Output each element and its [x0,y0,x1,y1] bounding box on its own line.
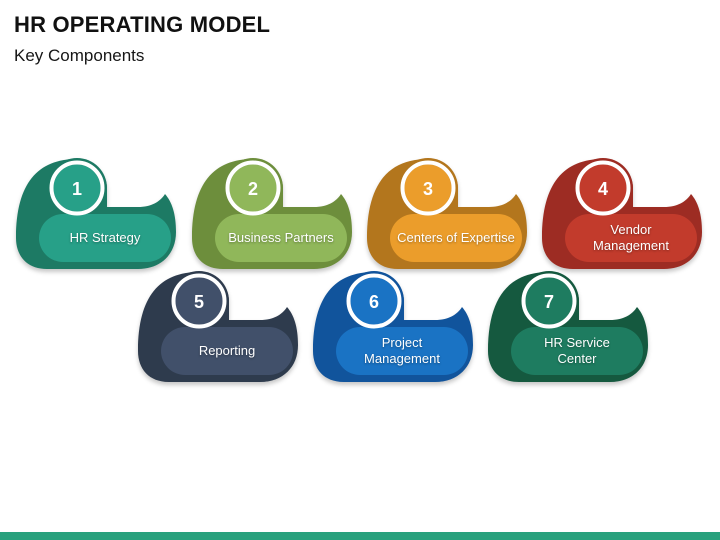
component-hr-strategy: 1 HR Strategy [14,157,178,269]
component-label: Business Partners [228,229,334,245]
component-business-partners: 2 Business Partners [190,157,354,269]
label-pill [215,214,347,262]
component-vendor-management: 4 Vendor Management [540,157,704,269]
number-ring [225,160,281,216]
swoosh-graphic: 7 [488,271,648,382]
number-ring [575,160,631,216]
label-pill [565,214,697,262]
number-ring [521,273,577,329]
label-pill [511,327,643,375]
component-number: 2 [248,179,258,199]
component-centers-of-expertise: 3 Centers of Expertise [365,157,529,269]
number-circle [53,164,101,212]
number-circle [350,277,398,325]
component-label: Vendor Management [593,221,669,253]
swoosh-graphic: 2 [192,158,352,269]
component-hr-service-center: 7 HR Service Center [486,270,650,382]
number-circle [525,277,573,325]
number-circle [229,164,277,212]
swoosh-graphic: 4 [542,158,702,269]
component-number: 7 [544,292,554,312]
component-project-management: 6 Project Management [311,270,475,382]
component-number: 5 [194,292,204,312]
label-pill [39,214,171,262]
number-circle [175,277,223,325]
label-pill [390,214,522,262]
number-circle [404,164,452,212]
component-number: 3 [423,179,433,199]
swoosh-graphic: 3 [367,158,527,269]
bottom-accent-bar [0,532,720,540]
page-subtitle: Key Components [14,46,145,65]
component-label: Project Management [364,334,440,366]
component-number: 1 [72,179,82,199]
label-pill [336,327,468,375]
page-title: HR OPERATING MODEL [14,12,271,37]
number-ring [346,273,402,329]
swoosh-graphic: 5 [138,271,298,382]
number-ring [171,273,227,329]
component-reporting: 5 Reporting [136,270,300,382]
component-number: 6 [369,292,379,312]
swoosh-graphic: 6 [313,271,473,382]
number-ring [400,160,456,216]
component-label: HR Strategy [69,229,141,245]
number-circle [579,164,627,212]
swoosh-graphic: 1 [16,158,176,269]
label-pill [161,327,293,375]
component-label: Centers of Expertise [397,229,515,245]
component-number: 4 [598,179,608,199]
component-label: HR Service Center [544,334,610,366]
number-ring [49,160,105,216]
component-label: Reporting [198,342,256,358]
